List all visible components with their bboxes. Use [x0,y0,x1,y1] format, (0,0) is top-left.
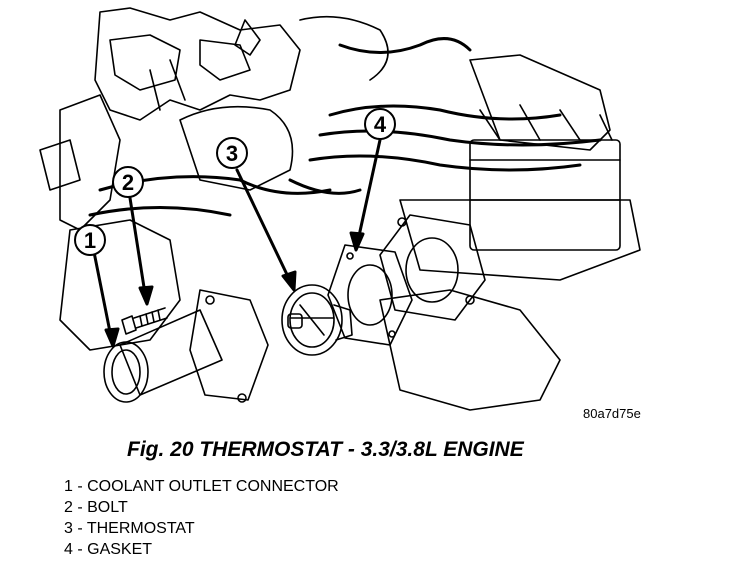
callout-3: 3 [216,137,248,169]
engine-illustration: 1 2 3 4 [39,7,641,411]
callout-4-number: 4 [374,112,387,137]
callout-4: 4 [364,108,396,140]
callout-1-number: 1 [84,228,96,253]
figure-caption: Fig. 20 THERMOSTAT - 3.3/3.8L ENGINE [127,438,524,461]
callout-arrows [92,138,382,348]
engine-background [39,7,611,411]
callout-2: 2 [112,166,144,198]
legend-item: 1 - COOLANT OUTLET CONNECTOR [64,478,339,495]
legend-item: 4 - GASKET [64,541,153,558]
parts-legend: 1 - COOLANT OUTLET CONNECTOR 2 - BOLT 3 … [64,476,339,560]
callout-3-number: 3 [226,141,238,166]
callout-2-number: 2 [122,170,134,195]
coolant-outlet-connector-part [103,289,269,403]
callout-1: 1 [74,224,106,256]
legend-item: 2 - BOLT [64,499,128,516]
ignition-coil-pack [399,104,641,281]
legend-item: 3 - THERMOSTAT [64,520,195,537]
reference-code: 80a7d75e [583,406,641,421]
gasket-part [327,244,413,346]
thermostat-part [281,284,353,356]
thermostat-housing [379,214,486,321]
bolt-part [121,307,168,335]
wiring-harness [88,37,602,217]
